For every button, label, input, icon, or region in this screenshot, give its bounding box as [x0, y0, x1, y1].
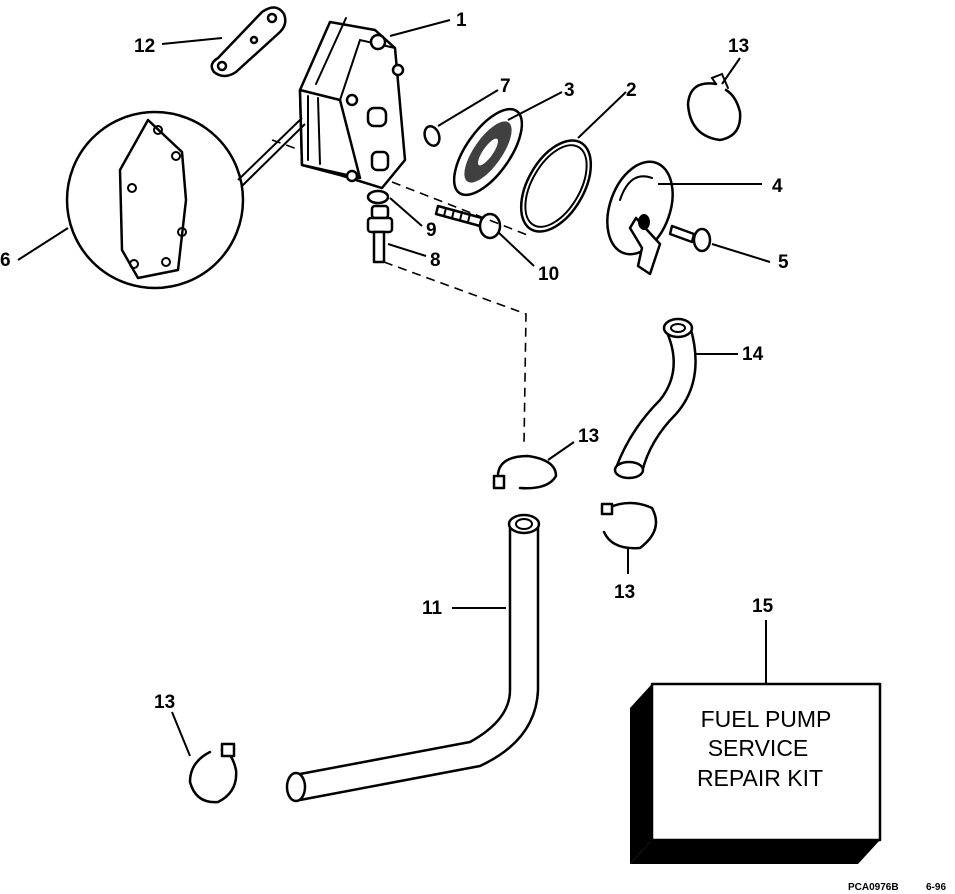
callout-14: 14 — [742, 344, 764, 365]
part-2-gasket-ring — [519, 139, 593, 233]
part-14-short-hose — [613, 317, 697, 480]
callout-4: 4 — [772, 176, 783, 197]
callout-2: 2 — [626, 80, 637, 101]
part-6-gasket-detail — [65, 110, 306, 290]
callout-6: 6 — [0, 250, 11, 271]
figure-code: PCA0976B — [848, 882, 899, 893]
callout-8: 8 — [430, 250, 441, 271]
callout-15: 15 — [752, 596, 774, 617]
callout-12: 12 — [134, 36, 155, 57]
part-4-cover — [606, 160, 674, 276]
callout-11: 11 — [422, 598, 443, 619]
part-3-filter-screen — [452, 107, 524, 197]
callout-7: 7 — [500, 76, 511, 97]
figure-date: 6-96 — [926, 882, 946, 893]
callout-13-right: 13 — [614, 582, 635, 603]
part-5-screw — [668, 224, 712, 253]
callout-numbers: 1 12 7 3 2 13 4 5 6 9 8 10 14 13 13 11 1… — [0, 10, 789, 713]
part-13-clamp — [686, 72, 742, 142]
callout-13-middle: 13 — [578, 426, 599, 447]
part-15-repair-kit-box: FUEL PUMP SERVICE REPAIR KIT — [630, 682, 882, 864]
reference-line — [391, 181, 531, 237]
kit-label-line3: REPAIR KIT — [697, 765, 823, 791]
part-13-clamp — [188, 742, 238, 804]
callout-10: 10 — [538, 264, 559, 285]
part-1-fuel-pump-body — [298, 17, 407, 190]
part-13-clamp — [492, 454, 558, 490]
callout-13-bottom: 13 — [154, 692, 175, 713]
part-11-long-hose — [285, 513, 541, 803]
leader-lines — [17, 19, 771, 757]
part-9-washer — [366, 189, 390, 205]
part-7-o-ring — [423, 125, 441, 147]
kit-label-line1: FUEL PUMP — [701, 706, 832, 732]
kit-label-line2: SERVICE — [708, 735, 809, 761]
callout-3: 3 — [564, 80, 575, 101]
part-13-clamp — [600, 501, 658, 550]
callout-13-top: 13 — [728, 36, 749, 57]
part-10-long-screw — [434, 204, 502, 240]
callout-5: 5 — [778, 252, 789, 273]
part-8-fitting — [366, 204, 394, 264]
callout-1: 1 — [456, 10, 467, 31]
reference-line — [383, 261, 527, 445]
callout-9: 9 — [426, 220, 437, 241]
part-12-gasket-plate — [210, 6, 287, 78]
